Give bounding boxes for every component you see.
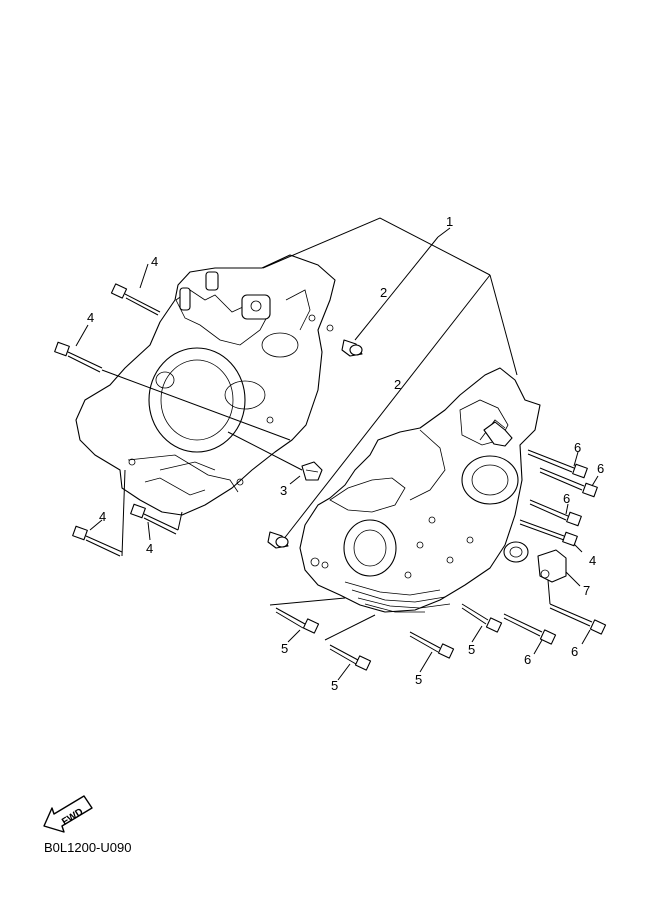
- callout-6-b: 6: [597, 461, 604, 476]
- bolt-4-bottom-left: [72, 469, 126, 557]
- callout-5-b: 5: [331, 678, 338, 693]
- bolt-6-d: [503, 613, 557, 655]
- callout-2-upper: 2: [380, 285, 387, 300]
- bolt-6-c: [529, 499, 582, 527]
- callout-6-e: 6: [571, 644, 578, 659]
- bolt-6-b: [539, 467, 599, 498]
- bolt-6-e: [547, 579, 607, 645]
- bolt-5-d: [461, 603, 503, 643]
- bolt-5-b: [324, 614, 376, 681]
- callout-2-lower: 2: [394, 377, 401, 392]
- callout-7: 7: [583, 583, 590, 598]
- callout-4-top: 4: [151, 254, 158, 269]
- bolt-4-top: [110, 263, 161, 316]
- bolt-5-a: [269, 597, 346, 643]
- left-crankcase-half: [75, 254, 336, 516]
- bolt-4-right: [519, 519, 583, 553]
- callout-5-d: 5: [468, 642, 475, 657]
- callout-6-d: 6: [524, 652, 531, 667]
- callout-4-bottom-left: 4: [99, 509, 106, 524]
- bolt-4-left: [54, 324, 291, 441]
- callout-1: 1: [446, 214, 453, 229]
- dowel-pin-lower: [267, 531, 289, 549]
- callout-4-right: 4: [589, 553, 596, 568]
- callout-6-a: 6: [574, 440, 581, 455]
- bolt-5-c: [409, 631, 455, 673]
- callout-6-c: 6: [563, 491, 570, 506]
- bolt-6-a: [527, 449, 588, 479]
- part-7-clamp: [537, 549, 581, 587]
- assembly-leader-lines: [262, 217, 518, 541]
- callout-5-c: 5: [415, 672, 422, 687]
- callout-5-a: 5: [281, 641, 288, 656]
- part-3-fitting: [227, 431, 323, 485]
- right-crankcase-half: [299, 367, 541, 613]
- diagram-code: B0L1200-U090: [44, 840, 132, 855]
- callout-3: 3: [280, 483, 287, 498]
- callout-4-bottom: 4: [146, 541, 153, 556]
- bolt-4-bottom: [130, 503, 183, 541]
- fwd-arrow-icon: FWD: [43, 795, 93, 833]
- callout-4-left: 4: [87, 310, 94, 325]
- dowel-pin-upper: [341, 339, 363, 357]
